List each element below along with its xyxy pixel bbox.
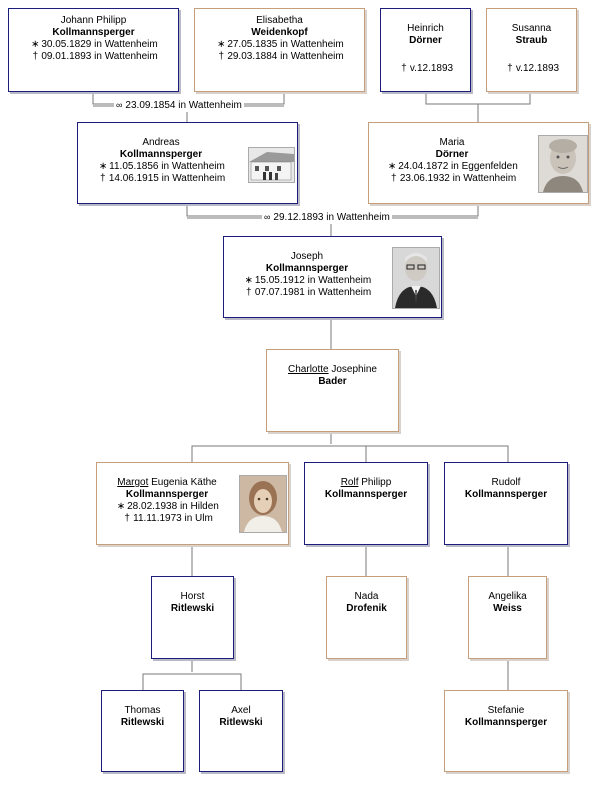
marriage-rings-icon: ∞ (264, 212, 271, 222)
birth-date: 11.05.1856 in Wattenheim (109, 161, 225, 172)
surname: Kollmannsperger (464, 717, 548, 728)
death-symbol: † (246, 287, 252, 298)
house-photo (248, 147, 295, 183)
person-heinrich[interactable]: Heinrich Dörner †v.12.1893 (380, 8, 471, 92)
surname: Ritlewski (170, 603, 215, 614)
surname: Drofenik (346, 603, 387, 614)
call-name: Charlotte (288, 364, 329, 375)
surname: Kollmannsperger (324, 489, 408, 500)
person-axel[interactable]: Axel Ritlewski (199, 690, 283, 772)
death-symbol: † (124, 513, 130, 524)
death-date: 23.06.1932 in Wattenheim (399, 173, 517, 184)
given-name: Axel (231, 705, 251, 716)
surname: Kollmannsperger (52, 27, 135, 38)
birth-symbol: ∗ (31, 39, 40, 50)
surname: Straub (515, 35, 548, 46)
given-name: Thomas (124, 705, 161, 716)
birth-date: 30.05.1829 in Wattenheim (41, 39, 158, 50)
death-date: 14.06.1915 in Wattenheim (108, 173, 226, 184)
surname: Dörner (435, 149, 469, 160)
person-andreas[interactable]: Andreas Kollmannsperger ∗11.05.1856 in W… (77, 122, 298, 204)
given-name: Andreas (142, 137, 180, 148)
surname: Kollmannsperger (464, 489, 548, 500)
given-name: Nada (354, 591, 379, 602)
portrait-photo (392, 247, 440, 309)
person-charlotte[interactable]: Charlotte Josephine Bader (266, 349, 399, 432)
surname: Kollmannsperger (125, 489, 209, 500)
marriage-date: 23.09.1854 in Wattenheim (125, 100, 242, 111)
portrait-photo (239, 475, 287, 533)
birth-symbol: ∗ (116, 501, 126, 512)
given-name: Joseph (290, 251, 324, 262)
birth-date: 28.02.1938 in Hilden (127, 501, 219, 512)
person-rolf[interactable]: Rolf Philipp Kollmannsperger (304, 462, 428, 545)
given-name: Josephine (328, 364, 377, 375)
death-date: 29.03.1884 in Wattenheim (227, 51, 344, 62)
birth-date: 24.04.1872 in Eggenfelden (398, 161, 518, 172)
birth-date: 27.05.1835 in Wattenheim (227, 39, 344, 50)
call-name: Margot (117, 477, 149, 488)
death-symbol: † (32, 51, 39, 62)
person-elisabetha[interactable]: Elisabetha Weidenkopf ∗27.05.1835 in Wat… (194, 8, 365, 92)
given-name: Elisabetha (256, 15, 303, 26)
birth-date: 15.05.1912 in Wattenheim (254, 275, 372, 286)
death-symbol: † (100, 173, 106, 184)
person-angelika[interactable]: Angelika Weiss (468, 576, 547, 659)
surname: Ritlewski (120, 717, 165, 728)
person-maria[interactable]: Maria Dörner ∗24.04.1872 in Eggenfelden … (368, 122, 589, 204)
death-symbol: † (391, 173, 397, 184)
given-name: Horst (180, 591, 205, 602)
death-symbol: † (218, 51, 225, 62)
death-date: 11.11.1973 in Ulm (133, 513, 213, 524)
portrait-photo (538, 135, 588, 193)
given-name: Stefanie (487, 705, 525, 716)
call-name: Rolf (340, 477, 359, 488)
marriage-label-2: ∞29.12.1893 in Wattenheim (262, 211, 392, 224)
surname: Bader (318, 376, 347, 387)
surname: Dörner (409, 35, 442, 46)
given-name: Johann Philipp (60, 15, 127, 26)
person-rudolf[interactable]: Rudolf Kollmannsperger (444, 462, 568, 545)
marriage-rings-icon: ∞ (116, 100, 123, 110)
surname: Ritlewski (219, 717, 263, 728)
death-symbol: † (401, 63, 407, 74)
birth-symbol: ∗ (98, 161, 108, 172)
surname: Weiss (493, 603, 522, 614)
surname: Kollmannsperger (119, 149, 203, 160)
given-name: Rudolf (491, 477, 521, 488)
person-johann[interactable]: Johann Philipp Kollmannsperger ∗30.05.18… (8, 8, 179, 92)
person-thomas[interactable]: Thomas Ritlewski (101, 690, 184, 772)
surname: Weidenkopf (251, 27, 308, 38)
person-susanna[interactable]: Susanna Straub †v.12.1893 (486, 8, 577, 92)
given-name: Philipp (358, 477, 392, 488)
surname: Kollmannsperger (265, 263, 349, 274)
death-date: v.12.1893 (409, 63, 454, 74)
death-date: 09.01.1893 in Wattenheim (41, 51, 158, 62)
birth-symbol: ∗ (244, 275, 253, 286)
birth-symbol: ∗ (217, 39, 226, 50)
death-date: v.12.1893 (515, 63, 560, 74)
person-horst[interactable]: Horst Ritlewski (151, 576, 234, 659)
person-joseph[interactable]: Joseph Kollmannsperger ∗15.05.1912 in Wa… (223, 236, 442, 318)
given-name: Maria (439, 137, 465, 148)
marriage-label-1: ∞23.09.1854 in Wattenheim (114, 99, 244, 112)
death-date: 07.07.1981 in Wattenheim (254, 287, 372, 298)
person-margot[interactable]: Margot Eugenia Käthe Kollmannsperger ∗28… (96, 462, 289, 545)
given-name: Eugenia Käthe (148, 477, 217, 488)
death-symbol: † (507, 63, 513, 74)
birth-symbol: ∗ (388, 161, 397, 172)
given-name: Heinrich (407, 23, 444, 34)
marriage-date: 29.12.1893 in Wattenheim (273, 212, 390, 223)
given-name: Susanna (511, 23, 552, 34)
person-nada[interactable]: Nada Drofenik (326, 576, 407, 659)
person-stefanie[interactable]: Stefanie Kollmannsperger (444, 690, 568, 772)
given-name: Angelika (488, 591, 527, 602)
